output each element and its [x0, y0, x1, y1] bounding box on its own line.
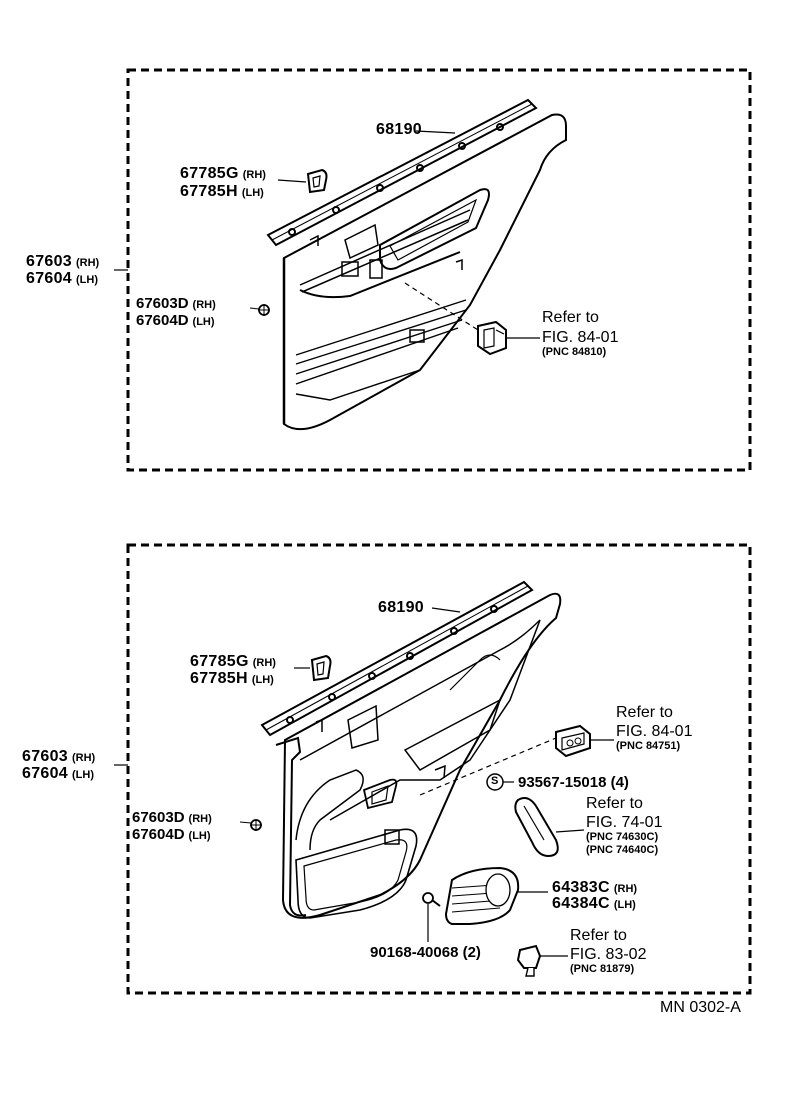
bottom-ref3-text: Refer to: [570, 927, 627, 944]
bottom-part-67604: 67604: [22, 765, 68, 782]
top-part-67603-row: 67603 (RH): [26, 254, 99, 270]
top-part-67785g-row: 67785G(RH): [180, 166, 266, 182]
top-part-67785h: 67785H: [180, 183, 238, 200]
screw-symbol: S: [491, 775, 499, 787]
bottom-part-67603: 67603: [22, 748, 68, 765]
bottom-part-67604-side: (LH): [72, 769, 94, 781]
bottom-frame: [126, 543, 752, 995]
bottom-part-67603d: 67603D: [132, 809, 185, 826]
bottom-fastener-67603d: [239, 819, 262, 831]
top-door-trim-panel: [266, 98, 567, 431]
top-power-window-switch: [477, 320, 507, 356]
bottom-part-64383c-side: (RH): [613, 883, 638, 895]
bottom-ref3-fig[interactable]: FIG. 83-02: [570, 946, 647, 963]
bottom-part-67785g: 67785G: [190, 653, 249, 670]
top-part-68190: 68190: [376, 121, 422, 138]
top-leader-67785: [277, 179, 307, 183]
bottom-part-67603-row: 67603 (RH): [22, 749, 95, 765]
top-part-67785h-side: (LH): [241, 187, 264, 199]
top-ref-text: Refer to: [542, 309, 599, 326]
bottom-part-screw: 93567-15018 (4): [518, 774, 629, 791]
top-leader-68190: [415, 130, 456, 134]
bottom-part-67603d-side: (RH): [188, 813, 212, 825]
bottom-pull-handle: [514, 797, 559, 858]
bottom-part-bolt: 90168-40068 (2): [370, 944, 481, 961]
bottom-leader-68190: [431, 607, 461, 613]
bottom-part-64383c: 64383C: [552, 879, 610, 896]
top-ref-fig[interactable]: FIG. 84-01: [542, 329, 619, 346]
top-switch-dashed-leader: [404, 282, 479, 331]
bottom-part-64383c-row: 64383C(RH): [552, 880, 637, 896]
top-part-67604d: 67604D: [136, 312, 189, 329]
top-ref-pnc: (PNC 84810): [542, 346, 607, 358]
top-part-67603d-row: 67603D(RH): [136, 296, 216, 312]
top-fastener-67603d: [249, 304, 270, 316]
bottom-clip-67785: [310, 654, 332, 682]
bottom-part-67785h: 67785H: [190, 670, 248, 687]
top-part-67603-side: (RH): [76, 257, 100, 269]
bottom-part-67785h-row: 67785H(LH): [190, 671, 274, 687]
bottom-part-67604d-row: 67604D(LH): [132, 827, 211, 843]
bottom-part-67604d: 67604D: [132, 826, 185, 843]
top-part-67604-row: 67604 (LH): [26, 271, 98, 287]
bottom-ref3-pnc: (PNC 81879): [570, 963, 635, 975]
top-part-67603d-side: (RH): [192, 299, 216, 311]
top-part-67603d: 67603D: [136, 295, 189, 312]
bottom-ref2-text: Refer to: [586, 795, 643, 812]
top-part-67785g-side: (RH): [242, 169, 266, 181]
bottom-part-64384c-side: (LH): [613, 899, 636, 911]
figure-code: MN 0302-A: [660, 999, 741, 1016]
bottom-part-67785g-row: 67785G(RH): [190, 654, 276, 670]
bottom-ref1-pnc: (PNC 84751): [616, 740, 681, 752]
bottom-ref2-pnc2: (PNC 74640C): [586, 844, 659, 856]
bottom-part-67785g-side: (RH): [252, 657, 276, 669]
bottom-part-68190: 68190: [378, 599, 424, 616]
top-part-67603: 67603: [26, 253, 72, 270]
bottom-ref2-fig[interactable]: FIG. 74-01: [586, 814, 663, 831]
bottom-part-67603d-row: 67603D(RH): [132, 810, 212, 826]
bottom-part-64384c: 64384C: [552, 895, 610, 912]
top-frame: [126, 68, 752, 472]
bottom-courtesy-lamp: [516, 944, 542, 977]
bottom-part-64384c-row: 64384C(LH): [552, 896, 636, 912]
top-part-67604: 67604: [26, 270, 72, 287]
bottom-leader-handle: [555, 829, 585, 833]
bottom-door-trim-panel: [260, 580, 562, 919]
bottom-part-67785h-side: (LH): [251, 674, 274, 686]
top-clip-67785: [306, 168, 328, 194]
bottom-part-67603-side: (RH): [72, 752, 96, 764]
top-part-67604-side: (LH): [76, 274, 98, 286]
bottom-ref1-fig[interactable]: FIG. 84-01: [616, 723, 693, 740]
bottom-speaker-grille: [444, 866, 520, 925]
bottom-ref2-pnc1: (PNC 74630C): [586, 831, 659, 843]
top-part-67785g: 67785G: [180, 165, 239, 182]
top-part-67785h-row: 67785H(LH): [180, 184, 264, 200]
top-part-67604d-side: (LH): [192, 316, 215, 328]
bottom-part-67604-row: 67604 (LH): [22, 766, 94, 782]
top-part-67604d-row: 67604D(LH): [136, 313, 215, 329]
bottom-part-67604d-side: (LH): [188, 830, 211, 842]
bottom-power-window-switch: [555, 724, 591, 758]
bottom-bolt: [422, 892, 441, 907]
bottom-switch-dashed-leader: [419, 737, 557, 796]
bottom-ref1-text: Refer to: [616, 704, 673, 721]
